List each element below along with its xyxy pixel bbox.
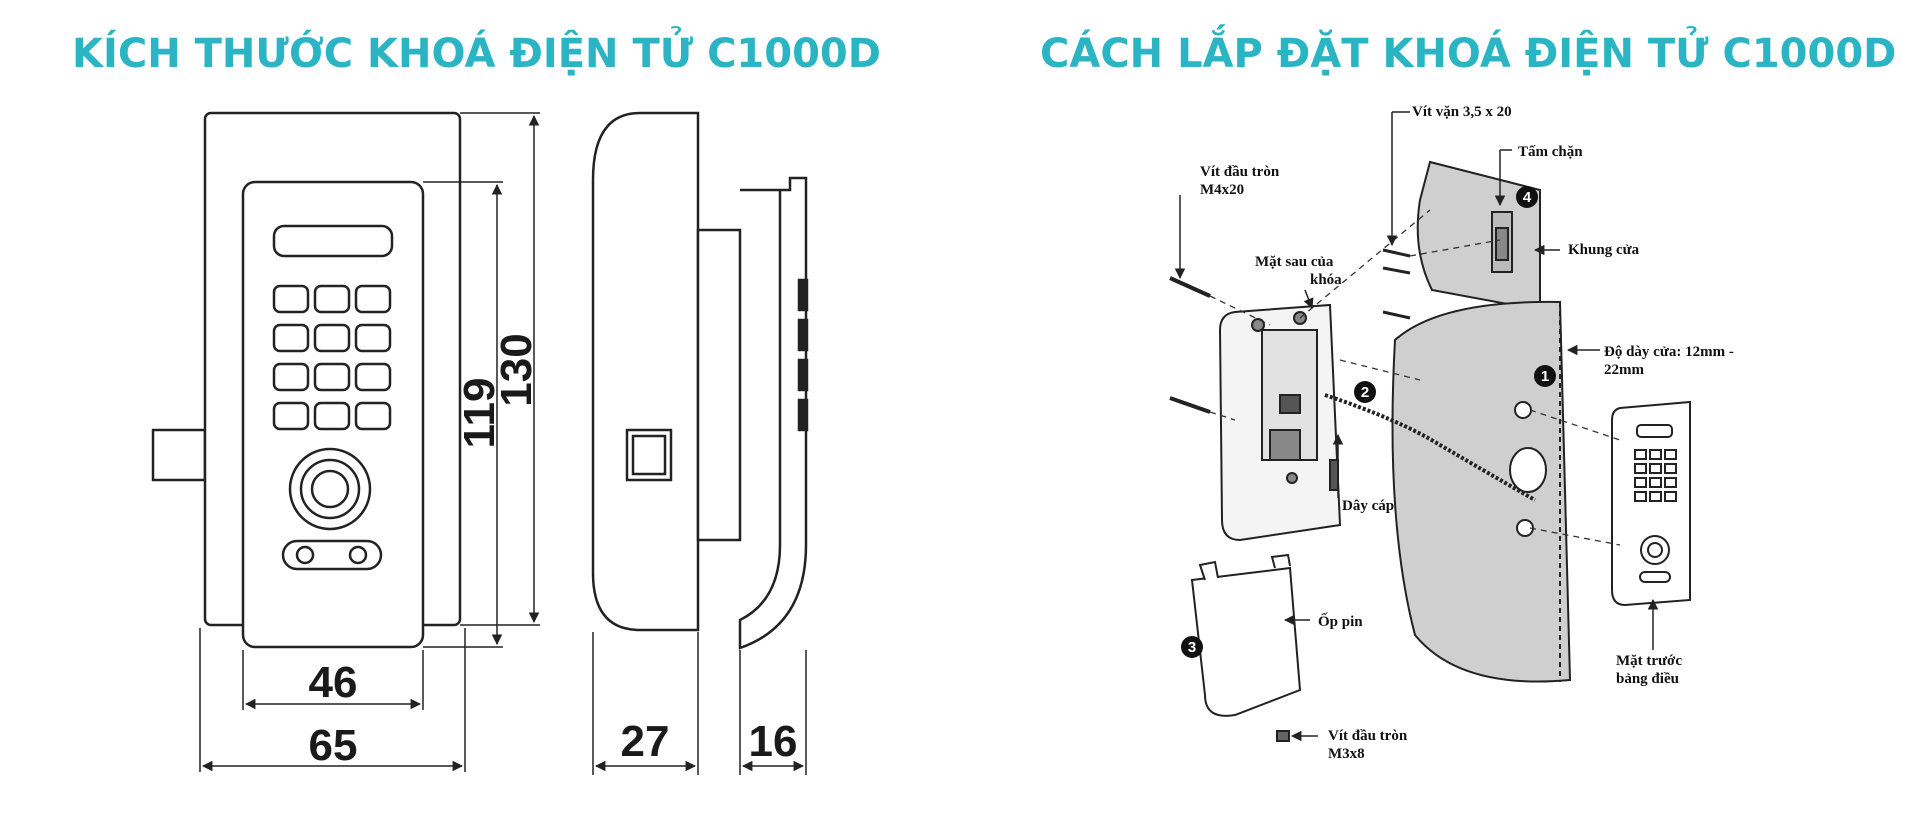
label-round-screw-m3-line1: Vít đầu tròn [1328,728,1408,744]
front-view-drawing [151,111,462,649]
label-cable: Dây cáp [1342,498,1394,514]
depth-body-label: 27 [621,717,670,766]
door-slab [1391,300,1572,683]
label-stop-plate: Tấm chặn [1518,144,1583,160]
step-1-number: 1 [1541,368,1549,385]
step-3-number: 3 [1188,639,1196,656]
label-back-face-line1: Mặt sau của [1255,254,1334,270]
step-3-badge [1181,636,1203,658]
side-view-drawing [591,111,809,650]
height-inner-label: 119 [455,378,504,449]
label-round-screw-m4-line2: M4x20 [1200,182,1244,198]
lock-back-body [1218,303,1342,542]
leader-lines [1174,111,1659,742]
door-frame-piece [1416,160,1541,312]
cable [1324,393,1536,502]
dimensions-title: KÍCH THƯỚC KHOÁ ĐIỆN TỬ C1000D [72,31,881,77]
label-front-panel-line1: Mặt trước [1616,653,1682,669]
step-markers: 1 2 3 4 [1181,186,1556,658]
screws [1169,248,1411,742]
width-outer-label: 65 [309,721,358,770]
install-labels: Vít vặn 3,5 x 20 Tấm chặn Vít đầu tròn M… [1200,104,1734,762]
step-4-badge [1516,186,1538,208]
label-back-face-line2: khóa [1310,272,1342,288]
label-round-screw-m3-line2: M3x8 [1328,746,1365,762]
label-battery-cover: Ốp pin [1318,612,1363,630]
step-2-badge [1354,381,1376,403]
width-inner-label: 46 [309,658,358,707]
keypad [272,284,392,431]
height-outer-label: 130 [492,333,541,406]
label-screw-3-5x20: Vít vặn 3,5 x 20 [1412,104,1512,120]
label-door-frame: Khung cửa [1568,242,1640,258]
depth-panel-label: 16 [749,717,798,766]
step-2-number: 2 [1361,384,1369,401]
assembly-guides [1209,209,1621,546]
label-door-thickness-line1: Độ dày cửa: 12mm - [1604,344,1734,360]
label-round-screw-m4-line1: Vít đầu tròn [1200,164,1280,180]
dimension-lines-front [199,112,540,772]
label-front-panel-line2: bảng điều [1616,671,1679,687]
step-4-number: 4 [1523,189,1532,206]
step-1-badge [1534,365,1556,387]
battery-cover [1190,553,1302,717]
dimension-lines-side [592,632,807,775]
label-door-thickness-line2: 22mm [1604,362,1644,378]
front-panel [1611,400,1691,607]
installation-title: CÁCH LẮP ĐẶT KHOÁ ĐIỆN TỬ C1000D [1040,31,1897,77]
